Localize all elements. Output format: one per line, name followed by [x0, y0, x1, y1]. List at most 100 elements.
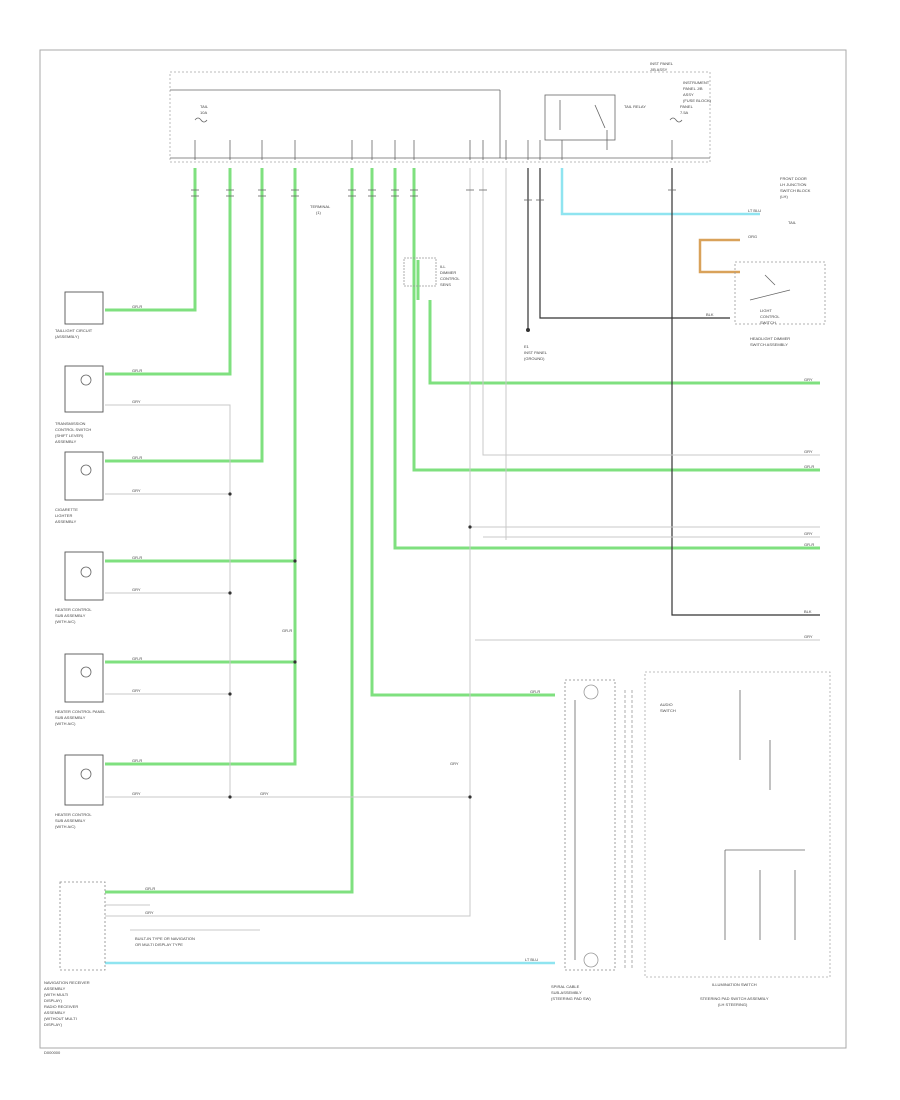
wire-label-blk-2: BLK — [706, 312, 714, 317]
dimmer-control-block: ILL DIMMER CONTROL SENS — [403, 257, 460, 287]
left-comp-1-label-1: TAILLIGHT CIRCUIT — [55, 328, 93, 333]
left-comp-7-label-8: DISPLAY) — [44, 1022, 63, 1027]
headlight-dimmer-switch: LIGHT CONTROL SWITCH HEADLIGHT DIMMER SW… — [734, 261, 826, 347]
top-right-label-4: (FUSE BLOCK) — [683, 98, 712, 103]
fuse-3b-label: 7.5A — [680, 110, 689, 115]
relay-label: TAIL RELAY — [624, 104, 646, 109]
left-wire-gry-5: GRY — [132, 791, 141, 796]
page-code: D000000 — [44, 1050, 61, 1055]
fuse-block-label-1: FRONT DOOR — [780, 176, 807, 181]
switch-label: SWITCH — [760, 320, 776, 325]
wire-label-org: ORG — [748, 234, 757, 239]
left-wire-labels: GR-R GR-R GRY GR-R GRY GR-R GRY GR-R GRY… — [132, 304, 540, 962]
left-wire-gry-4: GRY — [132, 688, 141, 693]
fuse-1b-label: 10A — [200, 110, 207, 115]
left-comp-2-label-3: (SHIFT LEVER) — [55, 433, 84, 438]
left-comp-7-label-7: (WITHOUT MULTI — [44, 1016, 77, 1021]
left-comp-7-label-6: ASSEMBLY — [44, 1010, 66, 1015]
wire-label-gry-4: GRY — [804, 634, 813, 639]
black-wires — [527, 168, 820, 616]
left-wire-gr-5: GR-R — [132, 656, 142, 661]
left-wire-gr-7: GR-R — [145, 886, 155, 891]
left-component-3: CIGARETTE LIGHTER ASSEMBLY — [55, 451, 104, 524]
left-comp-6-label-2: SUB ASSEMBLY — [55, 818, 86, 823]
nav-note-1: BUILT-IN TYPE OR NAVIGATION — [135, 936, 195, 941]
ground-label-1: E1 — [524, 344, 530, 349]
mid-wire-gr-2: GR-R — [530, 689, 540, 694]
wire-label-gry-2: GRY — [804, 449, 813, 454]
corner-label-1: INST PANEL — [650, 61, 674, 66]
junction-dots — [228, 328, 530, 799]
left-comp-7-label-2: ASSEMBLY — [44, 986, 66, 991]
wire-label-gr-2: GR-R — [804, 542, 814, 547]
fuse-block-label-5: TAIL — [788, 220, 797, 225]
left-comp-5-label-3: (WITH A/C) — [55, 721, 76, 726]
ground-label-3: (GROUND) — [524, 356, 545, 361]
corner-label-2: J/B ASSY — [650, 67, 668, 72]
top-right-label-1: INSTRUMENT — [683, 80, 710, 85]
left-component-1: TAILLIGHT CIRCUIT (ASSEMBLY) — [55, 291, 104, 339]
mid-wire-gry: GRY — [450, 761, 459, 766]
right-edge-labels: GRY GRY GR-R GRY GR-R BLK GRY LT BLU ORG… — [706, 208, 814, 639]
orange-wire — [698, 238, 740, 274]
front-door-junction-label: FRONT DOOR LH JUNCTION SWITCH BLOCK (LH)… — [780, 176, 811, 225]
instrument-panel-junction-block: INST PANEL J/B ASSY INSTRUMENT PANEL J/B… — [169, 61, 712, 163]
left-comp-5-label-2: SUB ASSEMBLY — [55, 715, 86, 720]
left-wire-gr-6: GR-R — [132, 758, 142, 763]
ground-label-2: INST PANEL — [524, 350, 548, 355]
fuse-block-label-3: SWITCH BLOCK — [780, 188, 811, 193]
left-component-7: NAVIGATION RECEIVER ASSEMBLY (WITH MULTI… — [44, 881, 195, 1027]
light-label: LIGHT — [760, 308, 772, 313]
left-wire-gr-2: GR-R — [132, 368, 142, 373]
tail-relay — [544, 94, 616, 141]
mid-wire-gry-2: GRY — [260, 791, 269, 796]
steering-label-1: STEERING PAD SWITCH ASSEMBLY — [700, 996, 769, 1001]
wire-label-gry-3: GRY — [804, 531, 813, 536]
dimmer-label-2: DIMMER — [440, 270, 456, 275]
left-component-4: HEATER CONTROL SUB ASSEMBLY (WITH A/C) — [55, 551, 104, 624]
dimmer-label-4: SENS — [440, 282, 451, 287]
nav-note-2: OR MULTI DISPLAY TYPE — [135, 942, 183, 947]
left-comp-2-label-2: CONTROL SWITCH — [55, 427, 91, 432]
top-right-label-2: PANEL J/B — [683, 86, 703, 91]
steering-audio-label-1: AUDIO — [660, 702, 673, 707]
left-comp-7-label-4: DISPLAY) — [44, 998, 63, 1003]
left-component-5: HEATER CONTROL PANEL SUB ASSEMBLY (WITH … — [55, 653, 106, 726]
left-comp-4-label-3: (WITH A/C) — [55, 619, 76, 624]
spiral-cable-label-1: SPIRAL CABLE — [551, 984, 580, 989]
light-blue-wires — [105, 168, 760, 965]
left-comp-2-label-1: TRANSMISSION — [55, 421, 86, 426]
left-wire-gry-2: GRY — [132, 488, 141, 493]
fuse-block-label-2: LH JUNCTION — [780, 182, 807, 187]
left-comp-6-label-1: HEATER CONTROL — [55, 812, 92, 817]
fuse-3-label: PANEL — [680, 104, 694, 109]
left-comp-1-label-2: (ASSEMBLY) — [55, 334, 80, 339]
grey-wires — [105, 168, 820, 931]
left-wire-gry-6: GRY — [145, 910, 154, 915]
left-comp-3-label-3: ASSEMBLY — [55, 519, 77, 524]
wire-label-lt-blu-1: LT BLU — [748, 208, 761, 213]
fuse-block-label-4: (LH) — [780, 194, 788, 199]
left-comp-5-label-1: HEATER CONTROL PANEL — [55, 709, 106, 714]
left-component-6: HEATER CONTROL SUB ASSEMBLY (WITH A/C) — [55, 754, 104, 829]
left-comp-2-label-4: ASSEMBLY — [55, 439, 77, 444]
spiral-cable: SPIRAL CABLE SUB-ASSEMBLY (STEERING PAD … — [551, 679, 633, 1001]
steering-pad-switch: AUDIO SWITCH ILLUMINATION SWITCH STEERIN… — [644, 671, 831, 1007]
spiral-cable-label-3: (STEERING PAD SW) — [551, 996, 591, 1001]
top-right-label-3: ASSY — [683, 92, 694, 97]
left-wire-gry-1: GRY — [132, 399, 141, 404]
left-component-2: TRANSMISSION CONTROL SWITCH (SHIFT LEVER… — [55, 365, 104, 444]
wire-label-gr-1: GR-R — [804, 464, 814, 469]
diagram-frame — [39, 49, 847, 1049]
left-wire-gr-1: GR-R — [132, 304, 142, 309]
left-wire-lt-blu: LT BLU — [525, 957, 538, 962]
mid-wire-gr: GR-R — [282, 628, 292, 633]
dimmer-label-3: CONTROL — [440, 276, 460, 281]
terminal-label-1: TERMINAL — [310, 204, 331, 209]
left-comp-3-label-1: CIGARETTE — [55, 507, 78, 512]
terminal-label-2: (1) — [316, 210, 322, 215]
wire-label-gry-1: GRY — [804, 377, 813, 382]
left-comp-3-label-2: LIGHTER — [55, 513, 72, 518]
left-wire-gr-4: GR-R — [132, 555, 142, 560]
